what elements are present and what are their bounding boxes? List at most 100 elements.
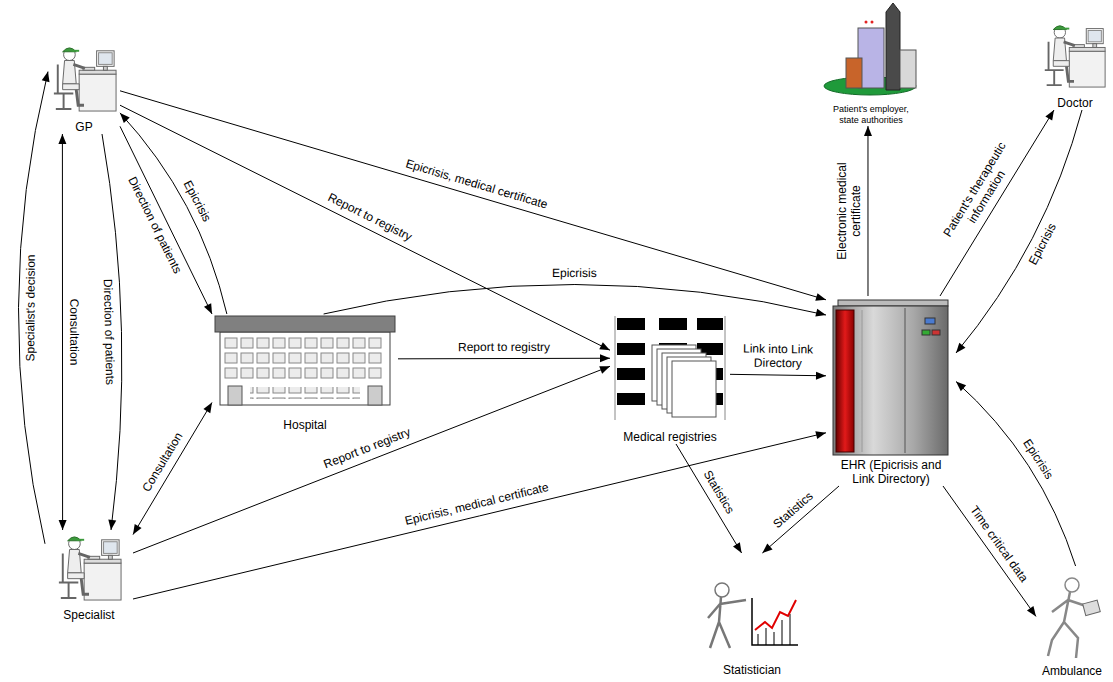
ehr-server: [836, 310, 854, 452]
ehr-server: [905, 308, 906, 453]
registry-icon: [615, 316, 725, 420]
arrow-head: [864, 126, 872, 136]
node-label: Hospital: [283, 418, 326, 432]
city-icon: [900, 50, 916, 88]
registry-icon: [615, 316, 725, 420]
node-label: Statistician: [723, 663, 781, 677]
statistician-icon: [758, 614, 790, 645]
flow-label: Epicrisis, medical certificate: [402, 156, 551, 212]
specialist-icon: [59, 537, 121, 600]
node-label: Patient's employer, state authorities: [823, 104, 919, 126]
flow-line: [943, 486, 1036, 616]
ehr-server: [838, 300, 948, 306]
statistician-node: Statistician: [700, 553, 804, 677]
registry-node: Medical registries: [610, 310, 730, 444]
registry-icon: [672, 361, 716, 417]
arrow-head: [815, 293, 826, 301]
flow-line: [398, 358, 610, 360]
ehr-server: [833, 300, 948, 455]
city-icon: [871, 21, 874, 24]
flow-line: [120, 126, 212, 314]
flow-arrow: [133, 403, 212, 535]
node-label: Doctor: [1057, 96, 1092, 110]
flow-label: Epicrisis: [550, 265, 599, 279]
flow-arrow: [58, 134, 66, 530]
flow-arrow: [120, 113, 227, 314]
node-label: EHR (Epicrisis and Link Directory): [829, 458, 953, 486]
flow-label: Consultation: [67, 297, 81, 368]
flow-line: [956, 382, 1076, 567]
arrow-head: [815, 431, 826, 439]
arrow-head: [1027, 606, 1036, 616]
registry-icon: [617, 393, 645, 405]
arrow-head: [203, 403, 212, 414]
arrow-head: [108, 520, 116, 530]
registry-icon: [617, 368, 645, 380]
flow-label: Electronic medical certificate: [835, 154, 863, 268]
ehr-node: EHR (Epicrisis and Link Directory): [826, 296, 956, 486]
arrow-head: [1045, 110, 1054, 121]
statistician-icon: [708, 583, 798, 648]
flow-label: Epicrisis: [180, 176, 215, 226]
statistician-icon: [708, 597, 746, 648]
arrow-head: [762, 543, 772, 553]
flow-label: Epicrisis: [1019, 435, 1057, 483]
flow-arrow: [120, 126, 212, 314]
hospital-building: [250, 387, 360, 399]
flow-label: Link into Link Directory: [734, 341, 822, 370]
statistician-icon: [755, 600, 796, 630]
arrow-head: [59, 520, 67, 530]
gp-icon: [54, 48, 116, 111]
node-label: GP: [75, 120, 92, 134]
flow-label: Time critical data: [966, 502, 1032, 587]
paramedic-icon: [1065, 578, 1079, 592]
flow-line: [676, 444, 742, 553]
flow-arrow: [18, 72, 49, 544]
flow-line: [120, 105, 610, 350]
statistician-icon: [715, 583, 729, 597]
city-icon: [865, 21, 868, 24]
flow-arrow: [730, 372, 826, 380]
arrow-head: [204, 303, 212, 314]
hospital-building: [220, 332, 390, 405]
doctor-icon: [1045, 26, 1105, 87]
ehr-server: [925, 318, 935, 324]
flow-line: [730, 374, 826, 375]
node-label: Specialist: [63, 608, 114, 622]
flow-label: Direction of patients: [101, 277, 117, 387]
arrow-head: [600, 354, 610, 362]
flow-label: Epicrisis: [1025, 219, 1060, 269]
city-icon: [886, 3, 900, 90]
registry-icon: [659, 318, 687, 330]
gp-icon: [54, 48, 116, 111]
hospital-node: Hospital: [212, 314, 398, 432]
flow-label: Report to registry: [324, 189, 416, 244]
registry-icon: [697, 318, 723, 330]
ehr-server: [833, 306, 948, 455]
specialist-node: Specialist: [45, 530, 133, 622]
node-label: Ambulance: [1042, 664, 1102, 678]
flow-line: [18, 72, 48, 544]
flow-label: Report to registry: [456, 339, 552, 353]
flow-line: [102, 134, 122, 530]
flow-line: [120, 91, 826, 300]
doctor-icon: [1045, 26, 1105, 87]
flow-arrow: [956, 382, 1076, 567]
node-label: Medical registries: [623, 430, 716, 444]
arrow-head: [120, 113, 130, 123]
specialist-icon: [59, 537, 121, 600]
flow-arrow: [762, 486, 839, 553]
flow-arrow: [398, 354, 610, 362]
flow-line: [133, 366, 610, 553]
ehr-server: [862, 310, 863, 452]
arrow-head: [58, 134, 66, 144]
flow-line: [133, 403, 212, 535]
registry-icon: [617, 318, 645, 330]
ehr-server: [932, 330, 940, 335]
registry-icon: [617, 343, 645, 355]
flow-arrow: [324, 284, 826, 316]
doctor-node: Doctor: [1040, 18, 1110, 110]
ehr-server: [922, 330, 930, 335]
